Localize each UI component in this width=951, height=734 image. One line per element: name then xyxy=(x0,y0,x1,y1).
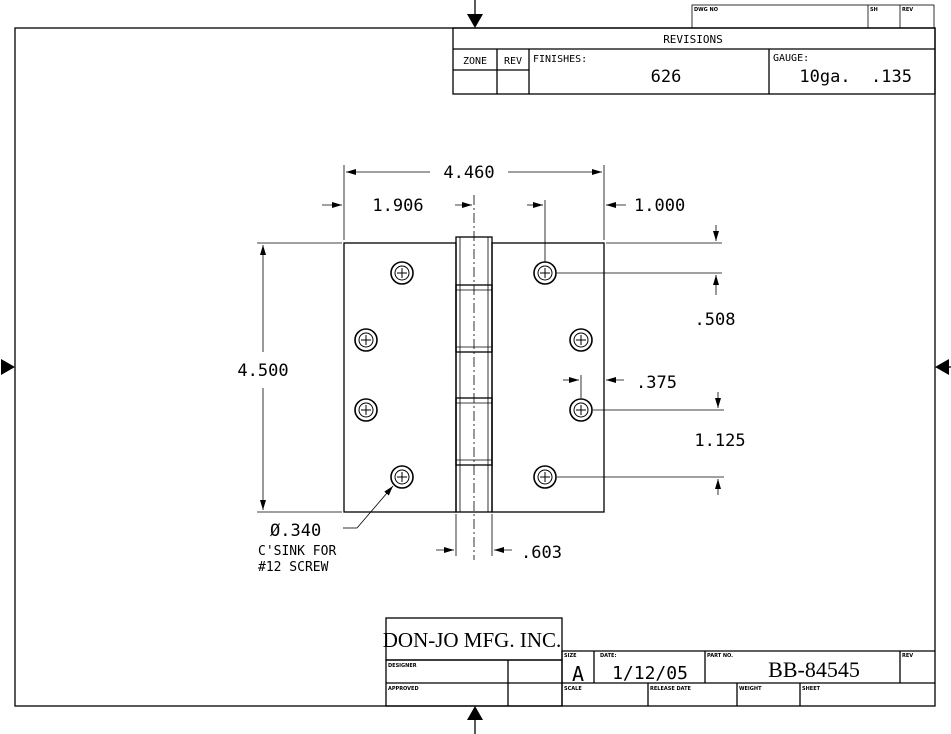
dim-hole-diameter: Ø.340 xyxy=(270,521,321,541)
revisions-table: REVISIONS ZONE REV FINISHES: 626 GAUGE: … xyxy=(452,27,936,95)
zone-label: ZONE xyxy=(463,56,487,67)
part-no-label: PART NO. xyxy=(707,653,733,659)
weight-label: WEIGHT xyxy=(739,686,762,692)
approved-label: APPROVED xyxy=(388,686,419,692)
screw-hole-icon xyxy=(354,328,378,352)
rev-label: REV xyxy=(902,7,913,13)
date-value: 1/12/05 xyxy=(612,663,688,684)
top-arrow-icon xyxy=(467,14,483,28)
date-label: DATE: xyxy=(600,653,616,659)
bottom-arrow-icon xyxy=(467,706,483,720)
size-value: A xyxy=(572,662,584,686)
dim-right-offset: 1.000 xyxy=(634,196,685,216)
scale-label: SCALE xyxy=(564,686,582,692)
gauge-value: 10ga. .135 xyxy=(799,67,912,87)
finishes-value: 626 xyxy=(651,67,682,87)
screw-hole-icon xyxy=(354,398,378,422)
drawing-border xyxy=(14,27,936,707)
designer-label: DESIGNER xyxy=(388,663,417,669)
hinge-drawing xyxy=(343,195,605,560)
screw-hole-icon xyxy=(533,465,557,489)
rev-block-label: REV xyxy=(902,653,913,659)
hole-note-line1: C'SINK FOR xyxy=(258,544,336,559)
dim-hole-top: .508 xyxy=(695,310,736,330)
screw-hole-icon xyxy=(569,328,593,352)
hole-note-line2: #12 SCREW xyxy=(258,560,329,575)
dim-height: 4.500 xyxy=(237,361,288,381)
right-arrow-icon xyxy=(935,359,949,375)
dim-overall-width: 4.460 xyxy=(443,163,494,183)
gauge-label: GAUGE: xyxy=(773,53,809,64)
size-label: SIZE xyxy=(564,653,577,659)
rev-column-label: REV xyxy=(504,56,522,67)
dim-left-offset: 1.906 xyxy=(372,196,423,216)
screw-hole-icon xyxy=(533,261,557,285)
dim-edge-offset: .375 xyxy=(636,373,677,393)
part-no-value: BB-84545 xyxy=(768,657,860,682)
dwg-no-label: DWG NO xyxy=(694,7,718,13)
dim-hole-spacing: 1.125 xyxy=(694,431,745,451)
screw-hole-icon xyxy=(390,261,414,285)
release-date-label: RELEASE DATE xyxy=(650,686,692,692)
sh-label: SH xyxy=(870,7,878,13)
dwg-no-box: DWG NO SH REV xyxy=(691,4,935,29)
dimensions: 4.460 1.906 1.000 .508 4.500 .375 1.125 xyxy=(237,163,745,575)
left-arrow-icon xyxy=(1,359,15,375)
screw-hole-icon xyxy=(390,465,414,489)
screw-hole-icon xyxy=(569,398,593,422)
company-name: DON-JO MFG. INC. xyxy=(383,628,562,652)
sheet-label: SHEET xyxy=(802,686,821,692)
title-block: DON-JO MFG. INC. DESIGNER APPROVED SIZE … xyxy=(383,617,935,707)
dim-knuckle-width: .603 xyxy=(521,543,562,563)
finishes-label: FINISHES: xyxy=(533,54,587,65)
revisions-title: REVISIONS xyxy=(663,33,723,46)
